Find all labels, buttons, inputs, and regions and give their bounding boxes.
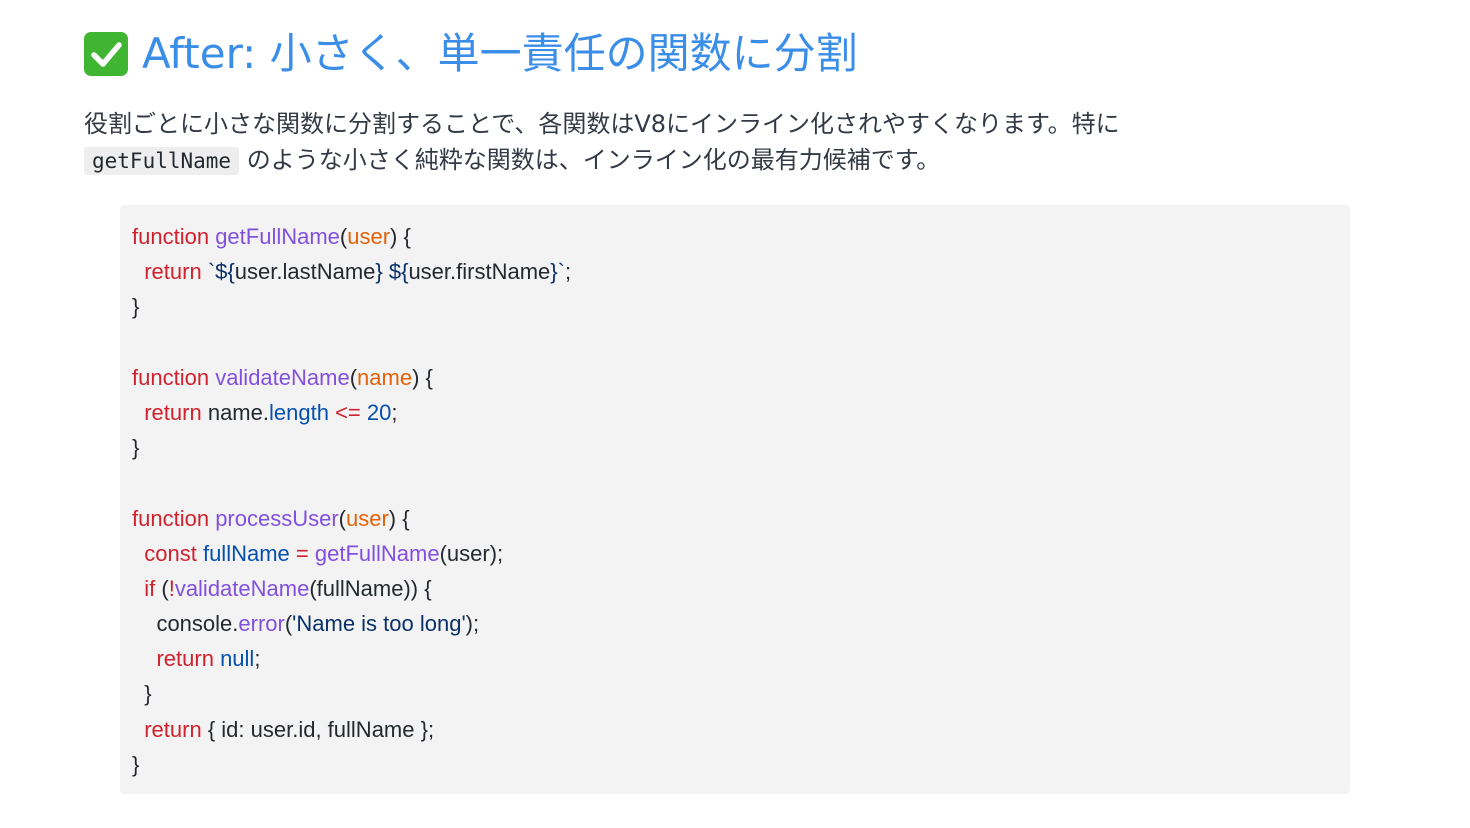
code-line: } <box>132 289 1338 324</box>
code-token-function: validateName <box>215 364 350 390</box>
code-token-plain: } <box>132 751 140 777</box>
code-block: function getFullName(user) { return `${u… <box>120 205 1350 794</box>
code-token-plain: (user); <box>439 540 504 566</box>
code-token-keyword: return <box>144 716 202 742</box>
code-token-plain: user.lastName <box>234 259 376 285</box>
code-token-function: processUser <box>215 505 339 531</box>
code-token-plain: ( <box>339 224 348 249</box>
code-token-plain: } <box>132 681 152 707</box>
code-token-string: `${ <box>207 259 235 285</box>
code-token-keyword: if <box>144 575 156 601</box>
code-token-plain: ; <box>391 399 398 425</box>
code-token-plain <box>132 541 144 566</box>
code-token-plain: ( <box>338 505 346 531</box>
code-token-plain: ; <box>564 259 572 285</box>
code-line: } <box>132 676 1338 711</box>
code-token-plain <box>132 400 144 425</box>
code-token-plain: ( <box>284 611 293 637</box>
code-token-plain: } <box>132 294 140 320</box>
inline-code-function-name: getFullName <box>84 147 240 175</box>
code-token-plain: ; <box>254 646 261 672</box>
code-token-keyword: return <box>144 399 202 425</box>
description-text-1: 役割ごとに小さな関数に分割することで、各関数はV8にインライン化されやすくなりま… <box>84 110 1120 138</box>
code-line: const fullName = getFullName(user); <box>132 536 1338 571</box>
slide-title-text: After: 小さく、単一責任の関数に分割 <box>142 29 858 78</box>
code-token-plain: { id: user.id, fullName }; <box>201 716 435 742</box>
code-token-keyword: function <box>132 505 210 531</box>
code-token-string: } ${ <box>375 259 409 285</box>
code-token-plain: console. <box>132 611 239 637</box>
code-token-param: user <box>346 505 389 531</box>
code-line <box>132 465 1338 500</box>
code-line: return name.length <= 20; <box>132 395 1338 430</box>
code-token-string: }` <box>550 259 565 285</box>
slide-title: After: 小さく、単一責任の関数に分割 <box>84 24 858 84</box>
code-token-function: getFullName <box>215 224 340 249</box>
code-line: return { id: user.id, fullName }; <box>132 712 1338 747</box>
code-token-function: validateName <box>174 575 310 601</box>
code-token-property: fullName <box>202 540 290 566</box>
code-token-plain: ) { <box>388 505 410 531</box>
code-token-number: 20 <box>366 399 392 425</box>
code-token-param: user <box>347 224 391 249</box>
code-token-plain: user.firstName <box>408 259 551 285</box>
code-token-plain <box>132 576 144 601</box>
code-token-property: length <box>268 399 329 425</box>
check-mark-button-icon <box>84 32 128 76</box>
code-token-plain: ) { <box>412 364 433 390</box>
code-token-function: error <box>238 611 285 637</box>
code-token-keyword: function <box>132 364 210 390</box>
code-token-string: 'Name is too long' <box>292 611 466 637</box>
code-token-keyword: function <box>132 224 210 249</box>
code-token-function: getFullName <box>314 540 440 566</box>
code-token-plain: ( <box>155 575 169 601</box>
code-token-operator: ! <box>168 575 175 601</box>
code-token-plain <box>132 259 144 284</box>
code-line: function processUser(user) { <box>132 501 1338 536</box>
code-token-param: name <box>357 364 413 390</box>
code-token-plain: (fullName)) { <box>309 575 432 601</box>
description-paragraph: 役割ごとに小さな関数に分割することで、各関数はV8にインライン化されやすくなりま… <box>84 106 1384 179</box>
code-line: } <box>132 747 1338 782</box>
code-line: console.error('Name is too long'); <box>132 606 1338 641</box>
code-line: return null; <box>132 641 1338 676</box>
code-token-keyword: const <box>144 540 197 566</box>
code-token-plain: ) { <box>390 224 411 249</box>
code-token-keyword: return <box>144 259 202 285</box>
code-token-plain: ); <box>465 611 480 637</box>
code-line: function getFullName(user) { <box>132 219 1338 254</box>
code-line <box>132 325 1338 360</box>
code-line: function validateName(name) { <box>132 360 1338 395</box>
code-token-plain: ( <box>349 364 358 390</box>
code-token-plain <box>132 646 156 671</box>
code-token-operator: = <box>295 540 309 566</box>
description-text-2: のような小さく純粋な関数は、インライン化の最有力候補です。 <box>239 146 941 174</box>
code-token-operator: <= <box>335 399 361 425</box>
code-line: if (!validateName(fullName)) { <box>132 571 1338 606</box>
code-token-plain <box>132 717 144 742</box>
code-line: return `${user.lastName} ${user.firstNam… <box>132 254 1338 289</box>
code-token-plain: name. <box>201 399 269 425</box>
code-token-property: null <box>220 646 255 672</box>
code-line: } <box>132 430 1338 465</box>
code-token-plain: } <box>132 435 140 461</box>
code-token-keyword: return <box>156 646 214 672</box>
